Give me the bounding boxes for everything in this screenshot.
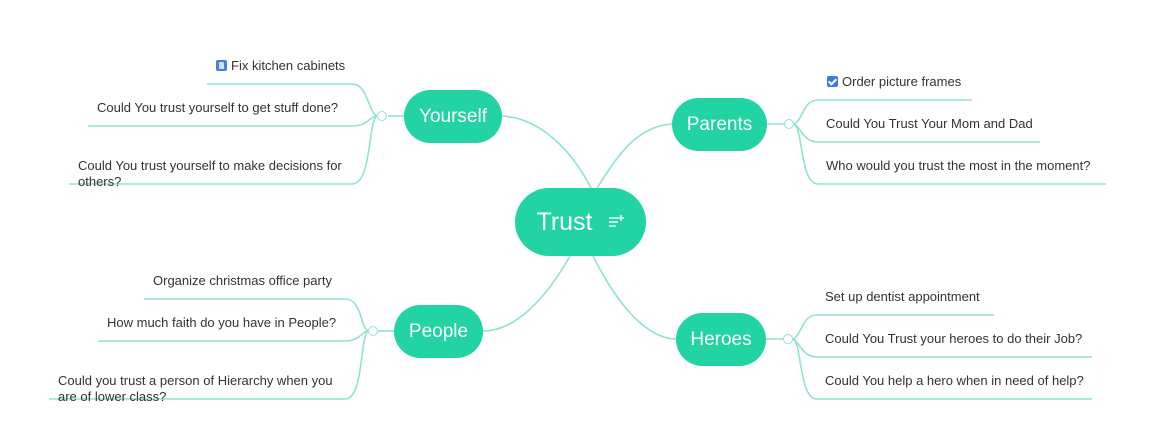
leaf-item-trust-mom-dad[interactable]: Could You Trust Your Mom and Dad <box>826 116 1033 132</box>
leaf-text: Could You trust yourself to get stuff do… <box>97 100 339 115</box>
leaf-text: Organize christmas office party <box>153 273 332 288</box>
collapse-toggle-yourself[interactable] <box>377 111 387 121</box>
connector-heroes-leaf-3 <box>792 338 1092 400</box>
checkbox-checked-icon[interactable] <box>827 76 838 87</box>
central-topic-label: Trust <box>536 207 593 236</box>
leaf-item-faith-in-people[interactable]: How much faith do you have in People? <box>107 315 336 331</box>
connector-yourself-leaf-3 <box>69 115 378 185</box>
collapse-toggle-parents[interactable] <box>784 119 794 129</box>
leaf-text: Fix kitchen cabinets <box>231 58 346 73</box>
branch-label-yourself: Yourself <box>419 105 487 127</box>
leaf-item-help-hero[interactable]: Could You help a hero when in need of he… <box>825 373 1084 389</box>
leaf-text: Could You trust yourself to make decisio… <box>78 158 342 189</box>
leaf-text: How much faith do you have in People? <box>107 315 337 330</box>
note-icon <box>216 60 227 71</box>
leaf-item-trust-most-moment[interactable]: Who would you trust the most in the mome… <box>826 158 1090 174</box>
collapse-toggle-heroes[interactable] <box>783 334 793 344</box>
leaf-text: Could You help a hero when in need of he… <box>825 373 1084 388</box>
branch-node-heroes[interactable]: Heroes <box>676 313 766 366</box>
branch-label-heroes: Heroes <box>690 328 752 350</box>
central-topic-trust[interactable]: Trust <box>515 188 646 256</box>
connector-central-people <box>482 255 571 332</box>
connector-central-heroes <box>592 255 677 340</box>
branch-label-parents: Parents <box>686 113 753 135</box>
connector-people-leaf-2 <box>98 330 369 342</box>
leaf-item-trust-yourself-stuff-done[interactable]: Could You trust yourself to get stuff do… <box>97 100 338 116</box>
collapse-toggle-people[interactable] <box>368 326 378 336</box>
connector-people-leaf-3 <box>49 330 369 400</box>
leaf-text: Could You Trust Your Mom and Dad <box>826 116 1033 131</box>
connector-central-parents <box>595 123 673 191</box>
branch-node-parents[interactable]: Parents <box>672 98 767 151</box>
notes-icon[interactable] <box>607 213 625 231</box>
connector-people-leaf-1 <box>144 298 369 332</box>
leaf-text: Could you trust a person of Hierarchy wh… <box>58 373 333 404</box>
connector-parents-leaf-1 <box>793 99 972 125</box>
leaf-item-order-picture-frames[interactable]: Order picture frames <box>827 74 961 90</box>
leaf-item-christmas-party[interactable]: Organize christmas office party <box>153 273 332 289</box>
leaf-item-trust-yourself-decisions[interactable]: Could You trust yourself to make decisio… <box>78 142 342 190</box>
leaf-text: Set up dentist appointment <box>825 289 980 304</box>
connector-heroes-leaf-1 <box>792 314 994 340</box>
leaf-text: Could You Trust your heroes to do their … <box>825 331 1083 346</box>
branch-node-people[interactable]: People <box>394 305 483 358</box>
leaf-item-fix-kitchen-cabinets[interactable]: Fix kitchen cabinets <box>216 58 345 74</box>
leaf-text: Order picture frames <box>842 74 962 89</box>
connector-yourself-leaf-1 <box>207 83 378 117</box>
leaf-item-dentist-appointment[interactable]: Set up dentist appointment <box>825 289 980 305</box>
connector-yourself-leaf-2 <box>88 115 378 127</box>
branch-label-people: People <box>408 320 469 342</box>
connector-parents-leaf-3 <box>793 123 1106 185</box>
connector-central-yourself <box>501 115 593 191</box>
leaf-item-heroes-job[interactable]: Could You Trust your heroes to do their … <box>825 331 1082 347</box>
branch-node-yourself[interactable]: Yourself <box>404 90 502 143</box>
leaf-text: Who would you trust the most in the mome… <box>826 158 1091 173</box>
leaf-item-hierarchy-trust[interactable]: Could you trust a person of Hierarchy wh… <box>58 357 333 405</box>
